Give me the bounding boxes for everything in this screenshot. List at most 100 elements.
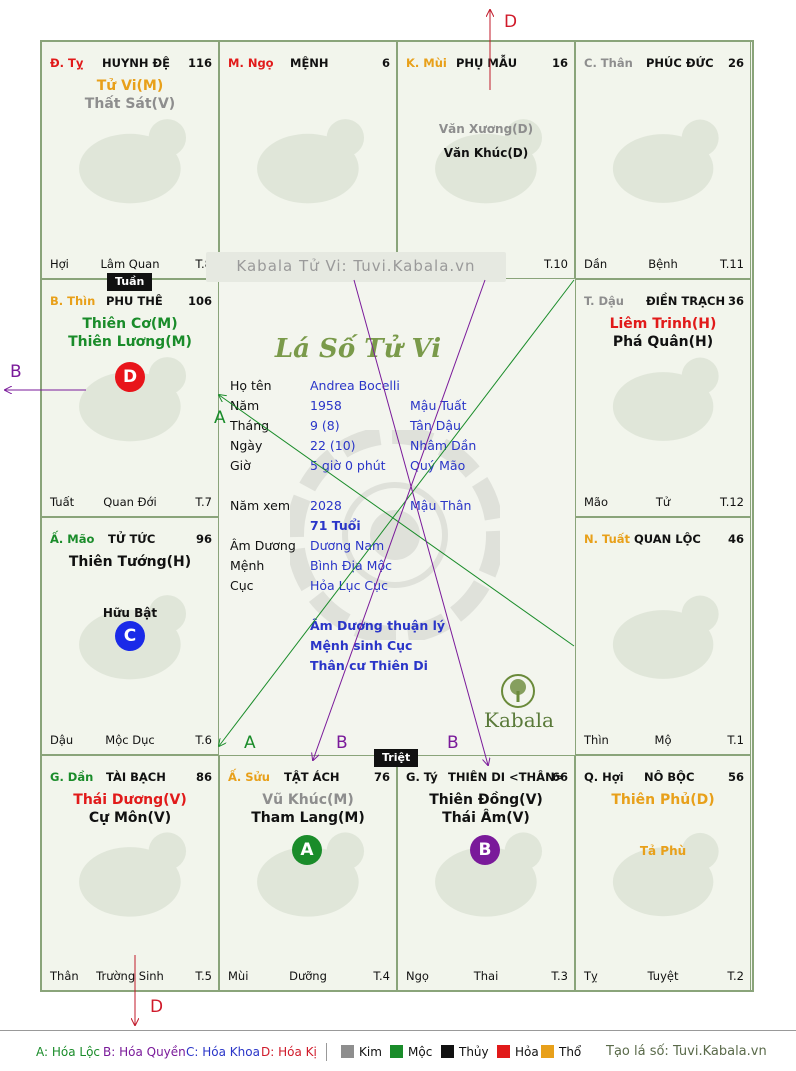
- palace-foot-left: Dần: [584, 257, 608, 271]
- hoa-ki-circle: D: [115, 362, 145, 392]
- palace-name: QUAN LỘC: [634, 532, 701, 546]
- info-can-chi: Tân Dậu: [410, 418, 461, 433]
- legend-site-link[interactable]: Tạo lá số: Tuvi.Kabala.vn: [606, 1044, 767, 1059]
- palace-name: TẬT ÁCH: [284, 770, 340, 784]
- palace-branch: Ấ. Sửu: [228, 770, 270, 784]
- palace-branch: G. Tý: [406, 770, 438, 784]
- palace-foot-right: T.4: [373, 969, 390, 983]
- palace-number: 36: [727, 294, 744, 308]
- palace-number: 26: [727, 56, 744, 70]
- chart-title: Lá Số Tử Vi: [274, 334, 442, 364]
- star-label: Thái Âm(V): [442, 810, 530, 826]
- info-value: Hỏa Lục Cục: [310, 578, 388, 593]
- hoa-loc-circle: A: [292, 835, 322, 865]
- star-label: Thái Dương(V): [73, 792, 187, 808]
- palace-branch: Q. Hợi: [584, 770, 624, 784]
- info-label: Năm: [230, 398, 260, 413]
- palace-branch: N. Tuất: [584, 532, 631, 546]
- tuan-badge: Tuần: [107, 273, 153, 291]
- star-label: Thiên Phủ(D): [611, 792, 715, 808]
- palace-foot-mid: Bệnh: [648, 257, 678, 271]
- palace-foot-mid: Mộ: [654, 733, 672, 747]
- palace-foot-mid: Mộc Dục: [105, 733, 155, 747]
- element-swatch: [497, 1045, 510, 1058]
- info-note: Âm Dương thuận lý: [310, 618, 446, 633]
- legend-hoa-loc: A: Hóa Lộc: [36, 1045, 101, 1059]
- info-value: 71 Tuổi: [310, 518, 361, 533]
- zodiac-animal-icon: [612, 596, 719, 680]
- info-value: 2028: [310, 498, 342, 513]
- star-label: Liêm Trinh(H): [609, 316, 717, 332]
- legend-element: Thổ: [541, 1045, 581, 1059]
- star-label: Thiên Đồng(V): [429, 792, 543, 808]
- palace-foot-right: T.3: [551, 969, 568, 983]
- palace-name: PHỤ MẪU: [456, 56, 518, 70]
- legend-element: Hỏa: [497, 1045, 539, 1059]
- palace-branch: G. Dần: [50, 770, 94, 784]
- palace-foot-right: T.12: [720, 495, 744, 509]
- palace-branch: K. Mùi: [406, 56, 447, 70]
- palace-name: ĐIỀN TRẠCH: [646, 294, 726, 308]
- palace-foot-left: Tuất: [50, 495, 75, 509]
- zodiac-animal-icon: [612, 120, 719, 204]
- star-label: Văn Khúc(D): [443, 146, 529, 160]
- palace-number: 86: [195, 770, 212, 784]
- info-can-chi: Mậu Thân: [410, 498, 472, 513]
- palace-foot-right: T.11: [720, 257, 744, 271]
- info-value: 9 (8): [310, 418, 340, 433]
- legend-element: Mộc: [390, 1045, 432, 1059]
- palace-branch: Đ. Tỵ: [50, 56, 84, 70]
- kabala-tree-icon: [501, 674, 535, 708]
- palace-name: TỬ TỨC: [108, 532, 156, 546]
- star-label: Thất Sát(V): [84, 96, 176, 112]
- arrow-label-b-left: B: [10, 362, 22, 382]
- palace-foot-mid: Thai: [473, 969, 499, 983]
- palace-foot-left: Ngọ: [406, 969, 429, 983]
- palace-branch: B. Thìn: [50, 294, 96, 308]
- palace-foot-right: T.6: [195, 733, 212, 747]
- palace-foot-left: Mão: [584, 495, 609, 509]
- legend-element: Kim: [341, 1045, 382, 1059]
- zodiac-animal-icon: [79, 832, 187, 917]
- palace-foot-left: Dậu: [50, 733, 74, 747]
- element-name: Thủy: [459, 1045, 489, 1059]
- info-label: Mệnh: [230, 558, 265, 573]
- palace-number: 16: [551, 56, 568, 70]
- palace-foot-right: T.10: [544, 257, 568, 271]
- palace-1: M. NgọMỆNH6TýĐế VượngT.9: [219, 41, 397, 279]
- palace-branch: M. Ngọ: [228, 56, 274, 70]
- legend-hoa-quyen: B: Hóa Quyền: [103, 1045, 186, 1059]
- palace-number: 6: [381, 56, 390, 70]
- palace-number: 116: [187, 56, 212, 70]
- element-name: Mộc: [408, 1045, 433, 1059]
- star-label: Cự Môn(V): [88, 810, 172, 826]
- info-label: Âm Dương: [230, 538, 296, 553]
- star-label: Thiên Tướng(H): [68, 554, 192, 570]
- palace-name: PHU THÊ: [106, 294, 163, 308]
- star-label: Thiên Lương(M): [68, 334, 192, 350]
- palace-number: 76: [373, 770, 390, 784]
- palace-name: THIÊN DI <THÂN>: [448, 770, 565, 784]
- palace-branch: Ấ. Mão: [50, 532, 95, 546]
- info-value: 5 giờ 0 phút: [310, 458, 386, 473]
- palace-number: 66: [551, 770, 568, 784]
- palace-foot-left: Mùi: [228, 969, 249, 983]
- palace-name: NÔ BỘC: [644, 770, 695, 784]
- palace-foot-mid: Lâm Quan: [100, 257, 160, 271]
- hoa-quyen-circle: B: [470, 835, 500, 865]
- palace-foot-left: Tỵ: [584, 969, 598, 983]
- legend-element: Thủy: [441, 1045, 489, 1059]
- palace-branch: C. Thân: [584, 56, 633, 70]
- element-swatch: [441, 1045, 454, 1058]
- triet-badge: Triệt: [374, 749, 419, 767]
- palace-foot-mid: Quan Đới: [103, 495, 157, 509]
- info-value: Dương Nam: [310, 538, 385, 553]
- zodiac-animal-icon: [257, 119, 365, 204]
- info-can-chi: Nhâm Dần: [410, 438, 477, 453]
- palace-number: 56: [727, 770, 744, 784]
